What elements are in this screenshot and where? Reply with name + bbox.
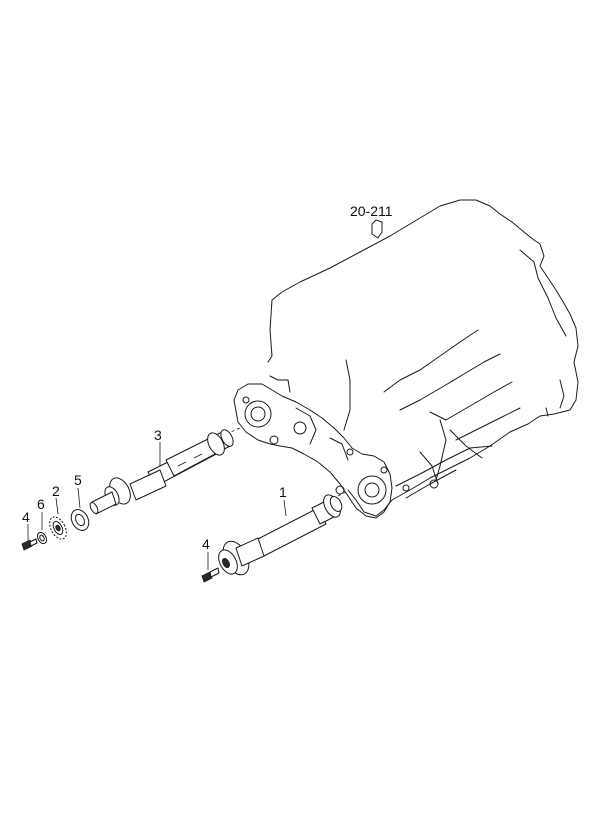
part-5-washer: 5 — [70, 472, 90, 531]
callout-4-left: 4 — [22, 509, 30, 525]
transmission-housing — [267, 199, 579, 517]
bell-housing-flange — [233, 383, 393, 519]
callout-20-211: 20-211 — [350, 203, 393, 219]
assembly-line-lower — [337, 491, 347, 497]
callout-6: 6 — [37, 496, 45, 512]
reference-marker-20-211: 20-211 — [350, 203, 393, 239]
part-4-bolt-left: 4 — [21, 509, 38, 551]
part-3-shaft-assembly: 3 — [89, 427, 234, 515]
callout-5: 5 — [74, 472, 82, 488]
callout-4-right: 4 — [202, 536, 210, 552]
part-2-gear: 2 — [49, 483, 67, 540]
part-1-shaft-assembly: 1 — [218, 484, 343, 576]
callout-1: 1 — [279, 484, 287, 500]
part-4-bolt-right: 4 — [201, 536, 220, 583]
callout-3: 3 — [154, 427, 162, 443]
callout-2: 2 — [52, 483, 60, 499]
part-6-washer: 6 — [36, 496, 48, 545]
